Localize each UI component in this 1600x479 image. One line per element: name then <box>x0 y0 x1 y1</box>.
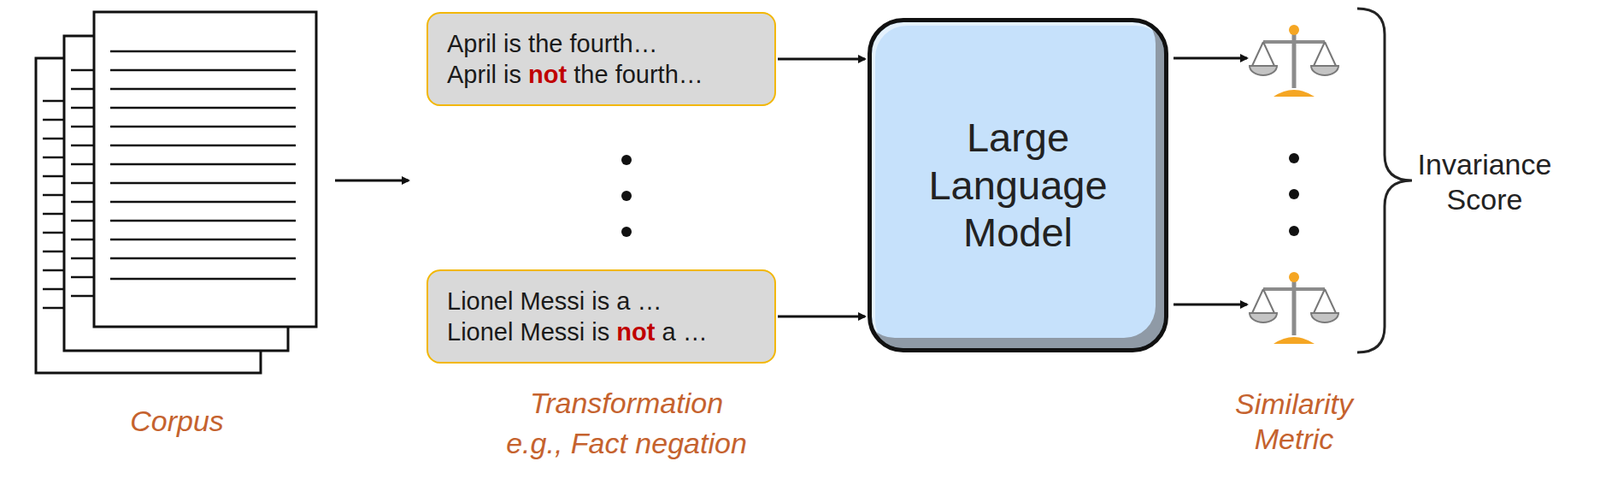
model-box: Large Language Model <box>867 17 1169 353</box>
node-text: Large Language Model <box>928 113 1107 256</box>
output-arrow <box>1173 303 1248 306</box>
transformation-box: April is the fourth…April is not the fou… <box>426 11 777 106</box>
node-text: Lionel Messi is a … <box>447 285 662 317</box>
flow-arrow <box>777 58 865 61</box>
stage-caption: Corpus <box>129 403 224 439</box>
stage-caption: Transformation <box>529 385 724 421</box>
node-text: Lionel Messi is not a … <box>447 316 708 348</box>
highlight-word: not <box>616 317 655 346</box>
flow-arrow <box>777 315 865 318</box>
output-arrow <box>1173 57 1248 60</box>
highlight-word: not <box>528 60 567 89</box>
output-label: Invariance Score <box>1417 147 1553 218</box>
transformation-box: Lionel Messi is a …Lionel Messi is not a… <box>426 269 777 364</box>
scale-icon <box>1249 24 1339 97</box>
curly-bracket <box>1357 8 1412 353</box>
document-stack <box>35 11 317 373</box>
stage-caption: e.g., Fact negation <box>505 425 748 461</box>
stage-caption: Similarity Metric <box>1235 386 1353 457</box>
corpus-arrow <box>335 179 409 183</box>
node-text: April is not the fourth… <box>447 58 704 90</box>
scale-icon <box>1249 271 1339 344</box>
node-text: April is the fourth… <box>447 28 659 59</box>
